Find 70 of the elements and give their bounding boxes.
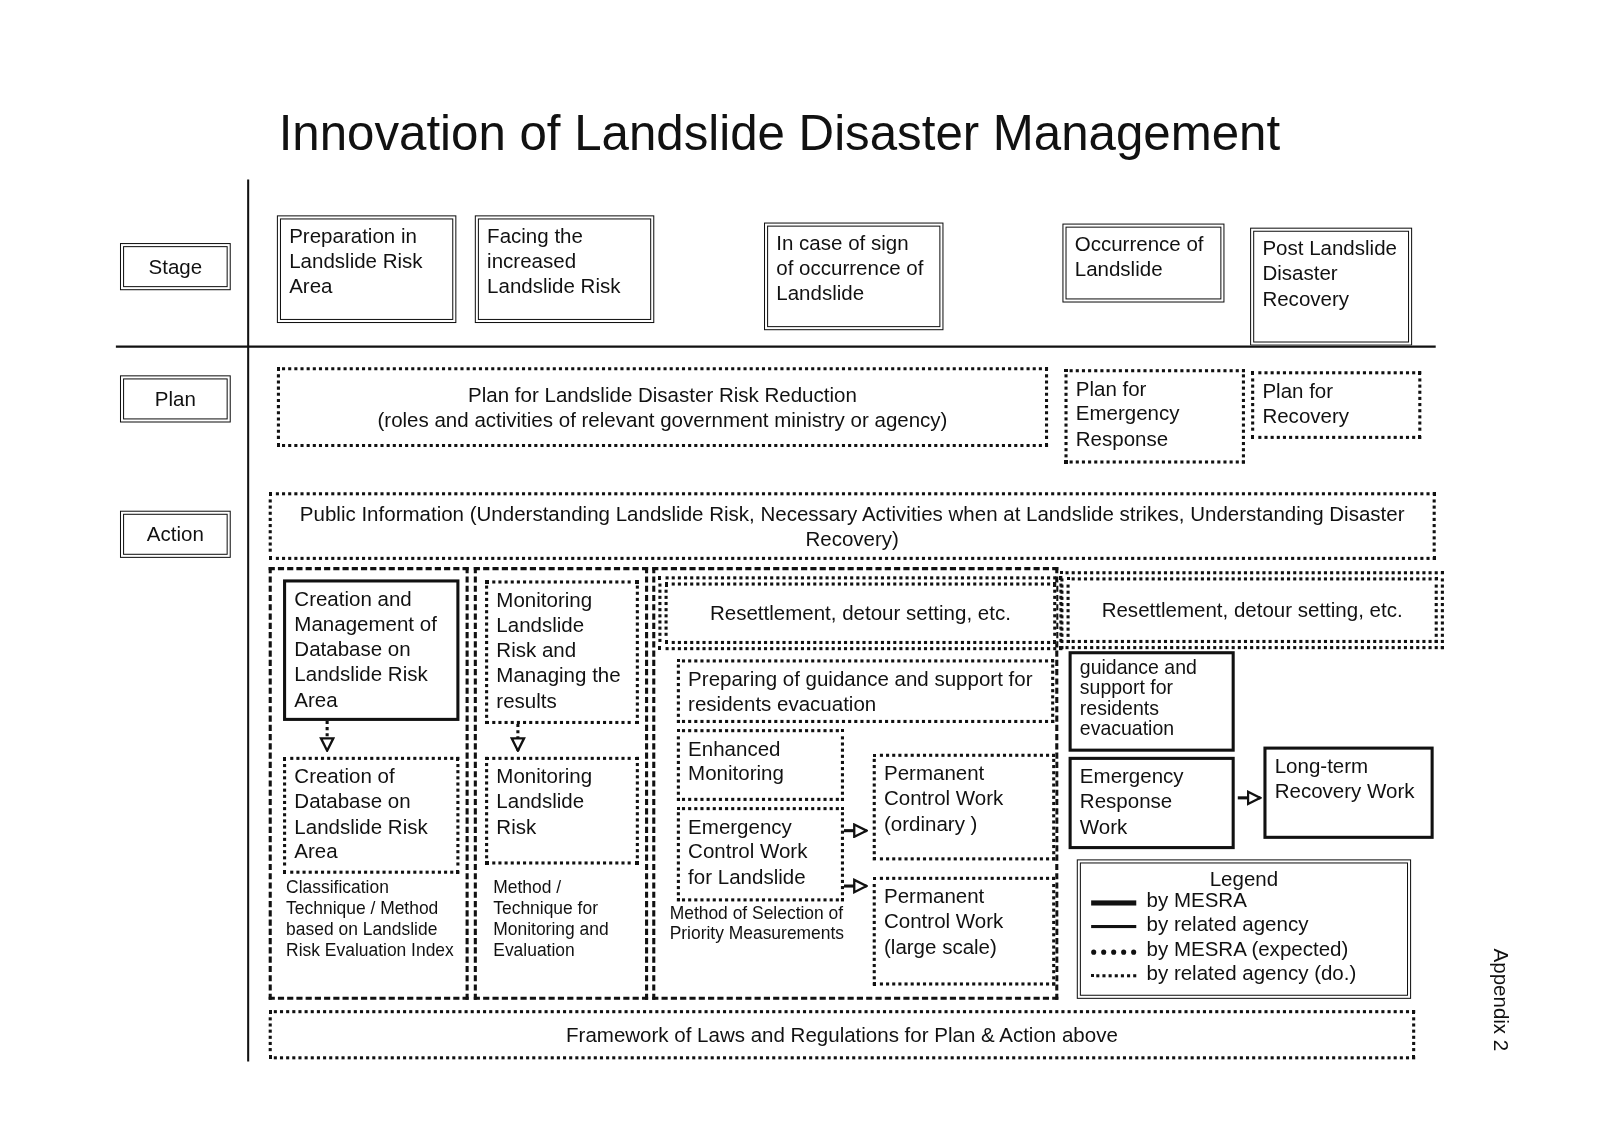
group-frame <box>268 567 469 1000</box>
appendix-note: Appendix 2 <box>1489 948 1513 1052</box>
action-box <box>872 753 1056 861</box>
stage-box <box>764 222 944 331</box>
box-text: Enhanced Monitoring <box>688 736 785 787</box>
diagram-title: Innovation of Landslide Disaster Management <box>277 104 1282 161</box>
action-box <box>485 580 639 724</box>
group-caption: Method / Technique for Monitoring and Evaluation <box>493 877 610 962</box>
arrow <box>844 878 868 894</box>
legend-title: Legend <box>1208 867 1280 892</box>
box-text: Resettlement, detour setting, etc. <box>708 600 1012 626</box>
stage-box <box>276 215 457 324</box>
box-text: Long-term Recovery Work <box>1274 753 1416 804</box>
legend-text: by related agency <box>1146 912 1309 937</box>
box-text: Occurrence of Landslide <box>1074 231 1205 282</box>
arrow <box>319 720 335 752</box>
stage-box <box>474 215 655 324</box>
box-text: Creation and Management of Database on Landslide Risk Area <box>294 586 438 712</box>
box-text: Plan for Landslide Disaster Risk Reduction <box>467 382 858 408</box>
group-frame <box>473 567 649 1000</box>
group-caption: Classification Technique / Method based on Landslide Risk Evaluation Index <box>286 877 455 962</box>
action-band <box>268 492 1436 560</box>
box-text: Stage <box>147 254 204 280</box>
box-text: (roles and activities of relevant government ministry or agency) <box>376 407 949 433</box>
arrow <box>510 724 526 752</box>
box-text: Emergency Response Work <box>1079 764 1185 840</box>
action-box <box>283 756 460 874</box>
group-caption: Method of Selection of Priority Measurements <box>669 903 846 946</box>
box-text: Plan for Recovery <box>1262 378 1351 429</box>
framework-band <box>268 1010 1416 1060</box>
box-text: Permanent Control Work (large scale) <box>884 884 1005 960</box>
box-text: Public Information (Understanding Landslide Risk, Necessary Activities when at Landslide strikes, Understanding Disaster Recovery) <box>298 501 1406 552</box>
plan-box <box>276 367 1049 448</box>
box-text: Action <box>145 521 205 547</box>
box-text: Plan for Emergency Response <box>1075 376 1181 452</box>
action-header-box <box>120 510 231 558</box>
box-text: In case of sign of occurrence of Landslide <box>776 230 925 306</box>
box-text: Post Landslide Disaster Recovery <box>1262 235 1398 311</box>
action-box <box>1068 756 1235 850</box>
action-box <box>283 579 460 721</box>
action-box <box>676 729 844 801</box>
legend-text: by related agency (do.) <box>1146 961 1357 986</box>
stage-box <box>1062 223 1225 303</box>
plan-box <box>1064 369 1245 464</box>
legend-text: by MESRA (expected) <box>1146 937 1349 961</box>
box-text: Creation of Database on Landslide Risk Area <box>294 764 429 865</box>
box-text: Resettlement, detour setting, etc. <box>1100 597 1404 623</box>
plan-box <box>1251 371 1422 439</box>
box-text: Preparation in Landslide Risk Area <box>289 223 424 299</box>
box-text: Facing the increased Landslide Risk <box>487 223 622 299</box>
arrow <box>1237 790 1262 806</box>
box-text: guidance and support for residents evacuation <box>1079 657 1198 740</box>
box-text: Plan <box>153 386 197 412</box>
action-box <box>1068 651 1235 752</box>
box-text: Permanent Control Work (ordinary ) <box>884 760 1005 836</box>
action-box <box>1263 746 1434 839</box>
box-text: Monitoring Landslide Risk <box>496 764 594 840</box>
stage-header-box <box>120 243 231 291</box>
stage-box <box>1250 227 1413 346</box>
action-box <box>676 807 844 902</box>
plan-header-box <box>120 375 231 423</box>
box-text: Monitoring Landslide Risk and Managing the results <box>496 587 622 713</box>
box-text: Preparing of guidance and support for residents evacuation <box>688 666 1034 717</box>
arrow <box>844 823 868 838</box>
action-box <box>676 659 1055 723</box>
action-box <box>485 756 639 865</box>
box-text: Framework of Laws and Regulations for Plan & Action above <box>565 1022 1119 1048</box>
action-box <box>872 876 1056 986</box>
box-text: Emergency Control Work for Landslide <box>688 814 809 890</box>
group-frame <box>652 567 1059 1000</box>
